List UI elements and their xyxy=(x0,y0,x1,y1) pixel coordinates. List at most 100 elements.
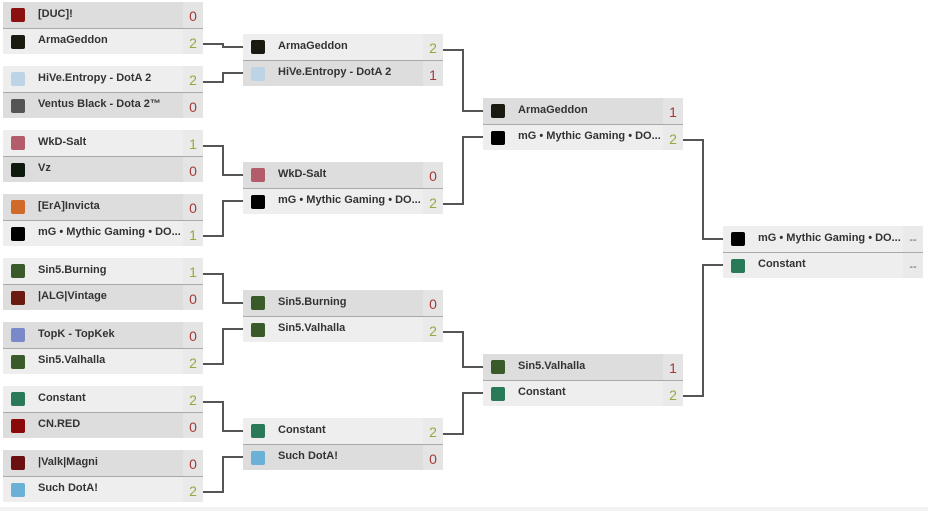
team-row[interactable]: Sin5.Valhalla 1 xyxy=(483,354,683,380)
team-name[interactable]: |Valk|Magni xyxy=(38,455,98,468)
connector-line xyxy=(203,72,243,83)
team-score: 0 xyxy=(183,157,203,182)
team-name[interactable]: ArmaGeddon xyxy=(518,103,588,116)
team-row[interactable]: [DUC]!0 xyxy=(3,2,203,28)
team-name[interactable]: mG • Mythic Gaming • DO... xyxy=(278,194,421,206)
team-name[interactable]: Constant xyxy=(518,386,566,398)
team-name[interactable]: Sin5.Burning xyxy=(278,295,347,308)
team-name[interactable]: ArmaGeddon xyxy=(278,39,348,52)
connector-line xyxy=(203,456,243,493)
team-name[interactable]: Such DotA! xyxy=(278,450,338,462)
team-score: 0 xyxy=(423,162,443,188)
team-score: 1 xyxy=(663,98,683,124)
team-name[interactable]: Sin5.Burning xyxy=(38,263,107,276)
team-score: 0 xyxy=(183,194,203,220)
team-name[interactable]: ArmaGeddon xyxy=(38,34,108,46)
team-row[interactable]: [ErA]Invicta 0 xyxy=(3,194,203,220)
team-row[interactable]: WkD-Salt 0 xyxy=(243,162,443,188)
team-name[interactable]: Such DotA! xyxy=(38,482,98,494)
sin5-logo-icon xyxy=(251,296,265,310)
final-match[interactable]: mG • Mythic Gaming • DO...--Constant-- xyxy=(723,226,923,278)
team-name[interactable]: Vz xyxy=(38,162,51,174)
team-name[interactable]: HiVe.Entropy - DotA 2 xyxy=(278,66,392,78)
team-score: -- xyxy=(903,226,923,252)
team-name[interactable]: Ventus Black - Dota 2™ xyxy=(38,98,161,110)
team-name[interactable]: TopK - TopKek xyxy=(38,327,115,340)
constant-logo-icon xyxy=(491,386,505,401)
team-row[interactable]: Constant 2 xyxy=(3,386,203,412)
team-row[interactable]: mG • Mythic Gaming • DO...2 xyxy=(483,124,683,150)
team-score: 0 xyxy=(183,93,203,118)
team-row[interactable]: Constant-- xyxy=(723,252,923,278)
team-row[interactable]: mG • Mythic Gaming • DO...1 xyxy=(3,220,203,246)
team-name[interactable]: Constant xyxy=(38,391,86,404)
team-row[interactable]: mG • Mythic Gaming • DO...-- xyxy=(723,226,923,252)
wkd-logo-icon xyxy=(251,168,265,182)
team-name[interactable]: CN.RED xyxy=(38,418,81,430)
team-row[interactable]: Ventus Black - Dota 2™ 0 xyxy=(3,92,203,118)
team-name[interactable]: Constant xyxy=(278,423,326,436)
team-row[interactable]: Such DotA!2 xyxy=(3,476,203,502)
connector-line xyxy=(683,264,723,397)
team-name[interactable]: [DUC]! xyxy=(38,7,73,20)
team-row[interactable]: mG • Mythic Gaming • DO...2 xyxy=(243,188,443,214)
team-name[interactable]: mG • Mythic Gaming • DO... xyxy=(518,130,661,142)
team-name[interactable]: Sin5.Valhalla xyxy=(278,322,346,334)
team-row[interactable]: ArmaGeddon 1 xyxy=(483,98,683,124)
team-score: 2 xyxy=(183,29,203,54)
team-row[interactable]: ArmaGeddon 2 xyxy=(3,28,203,54)
team-name[interactable]: WkD-Salt xyxy=(278,167,327,180)
team-row[interactable]: Such DotA!0 xyxy=(243,444,443,470)
team-name[interactable]: HiVe.Entropy - DotA 2 xyxy=(38,71,152,84)
team-row[interactable]: Vz 0 xyxy=(3,156,203,182)
team-name[interactable]: Constant xyxy=(758,258,806,270)
team-name[interactable]: mG • Mythic Gaming • DO... xyxy=(38,226,181,238)
team-name[interactable]: Sin5.Valhalla xyxy=(518,359,586,372)
team-name[interactable]: mG • Mythic Gaming • DO... xyxy=(758,231,901,244)
team-score: 1 xyxy=(663,354,683,380)
team-name[interactable]: WkD-Salt xyxy=(38,135,87,148)
constant-logo-icon xyxy=(731,258,745,273)
connector-line xyxy=(443,392,483,435)
wkd-logo-icon xyxy=(11,136,25,150)
connector-line xyxy=(203,401,243,432)
team-score: 2 xyxy=(183,386,203,412)
connector-line xyxy=(203,273,243,304)
valk-logo-icon xyxy=(11,456,25,470)
sin5-logo-icon xyxy=(491,360,505,374)
team-name[interactable]: Sin5.Valhalla xyxy=(38,354,106,366)
armageddon-logo-icon xyxy=(11,34,25,49)
connector-line xyxy=(203,145,243,176)
team-name[interactable]: [ErA]Invicta xyxy=(38,199,100,212)
hive-logo-icon xyxy=(251,66,265,81)
team-name[interactable]: |ALG|Vintage xyxy=(38,290,107,302)
